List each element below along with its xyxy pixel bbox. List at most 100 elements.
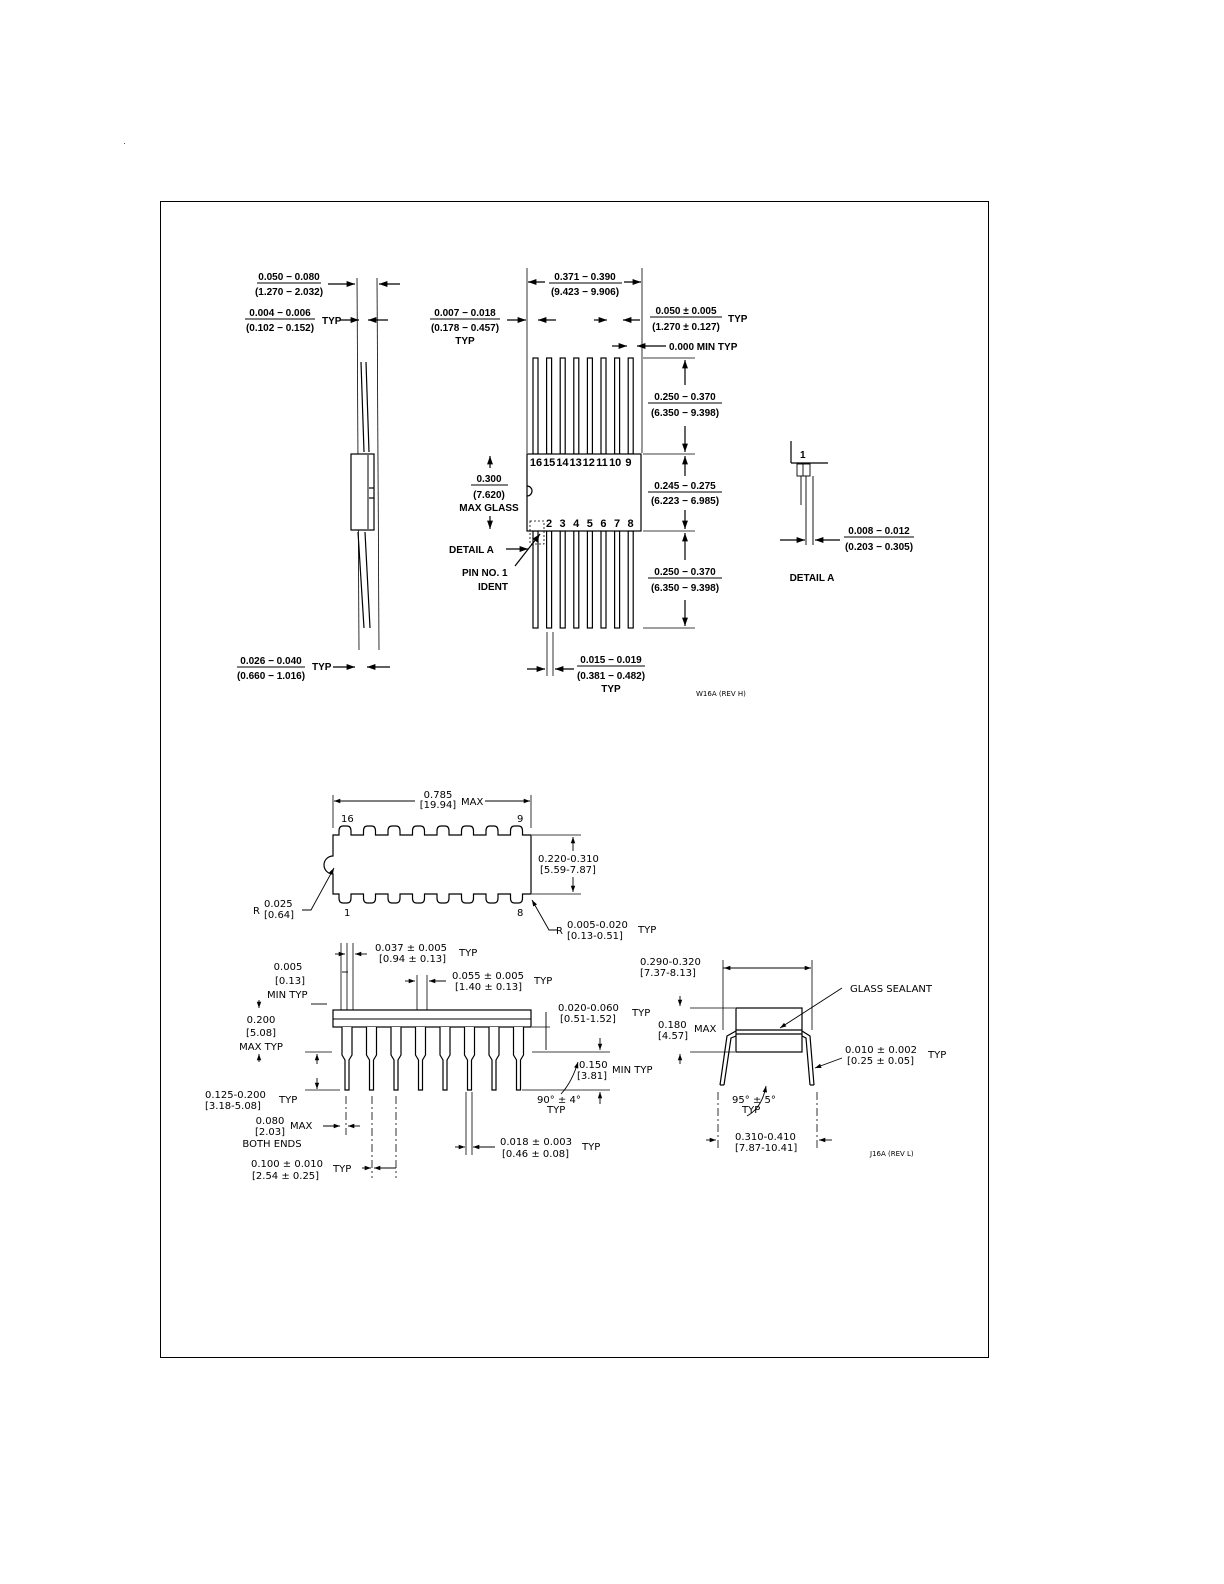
j16a-end-dims: 0.290-0.320 [7.37-8.13] GLASS SEALANT 0.… [640,957,946,1158]
stray-mark [124,143,125,144]
j16a-tip-typ: TYP [581,1142,600,1153]
j16a-ends-mm: [2.03] [255,1127,285,1138]
j16a-side-lead [414,1027,427,1091]
dim-lead-top-mm: (6.350 − 9.398) [651,408,719,419]
w16a-pin-label-top: 13 [569,457,581,469]
j16a-height-mm: [5.08] [246,1028,276,1039]
w16a-pin-label-bottom: 6 [600,518,606,530]
w16a-lead-bottom [586,530,594,629]
j16a-length-in: 0.785 [424,790,453,801]
w16a-front-dims: 0.371 − 0.390 (9.423 − 9.906) 0.007 − 0.… [430,272,748,698]
j16a-end-width-in: 0.290-0.320 [640,957,701,968]
j16a-angle-typ: TYP [546,1105,565,1116]
dim-lead-thickness-mm: (0.102 − 0.152) [246,323,314,334]
j16a-top-view [302,795,581,931]
j16a-leadlen-mm: [3.18-5.08] [205,1101,261,1112]
dim-lead-w-typ: TYP [601,684,621,695]
j16a-end-span-in: 0.310-0.410 [735,1132,796,1143]
j16a-side-lead [390,1027,402,1091]
j16a-side-view [256,943,610,1178]
j16a-end-lead-right [801,1030,815,1086]
j16a-end-height-mm: [4.57] [658,1031,688,1042]
w16a-pin-label-top: 10 [609,457,621,469]
dim-glass-mm: (7.620) [473,490,505,501]
j16a-end-leadt-typ: TYP [927,1050,946,1061]
j16a-side-lead [488,1027,500,1091]
j16a-shoulder-in: 0.055 ± 0.005 [452,971,524,982]
j16a-leadw-mm: [0.94 ± 0.13] [379,954,446,965]
j16a-end-span-mm: [7.87-10.41] [735,1143,797,1154]
j16a-side-body [332,1009,532,1028]
w16a-side-dims: 0.050 − 0.080 (1.270 − 2.032) 0.004 − 0.… [237,272,342,682]
w16a-lead-bottom [532,530,539,629]
j16a-end-leadt-in: 0.010 ± 0.002 [845,1045,917,1056]
j16a-height-in: 0.200 [247,1015,276,1026]
j16a-leadlen-in: 0.125-0.200 [205,1090,266,1101]
j16a-side-lead [512,1027,525,1091]
j16a-pitch-mm: [2.54 ± 0.25] [252,1171,319,1182]
dim-glass-in: 0.300 [476,474,501,485]
j16a-rev-label: J16A (REV L) [869,1150,914,1158]
w16a-lead-top [532,357,539,455]
dim-lead-thickness-in: 0.004 − 0.006 [249,308,311,319]
j16a-end-width-mm: [7.37-8.13] [640,968,696,979]
dim-lead-w-in: 0.015 − 0.019 [580,655,642,666]
j16a-width-in: 0.220-0.310 [538,854,599,865]
j16a-min-typ: MIN TYP [267,990,307,1001]
w16a-lead-top [573,357,580,455]
w16a-pin-label-top: 11 [596,457,608,469]
w16a-pin-label-top: 15 [543,457,555,469]
detail-a-pin: 1 [800,450,806,461]
j16a-shoulder-typ: TYP [533,976,552,987]
j16a-ends-label: BOTH ENDS [242,1139,301,1150]
w16a-pin-label-bottom: 3 [560,518,566,530]
w16a-leads-bottom [532,530,634,629]
j16a-pin16: 16 [341,814,354,825]
detail-a-title: DETAIL A [790,573,835,584]
j16a-tip-in: 0.018 ± 0.003 [500,1137,572,1148]
w16a-side-view [328,277,400,670]
dim-body-len-in: 0.245 − 0.275 [654,481,716,492]
dim-pitch-mm: (1.270 ± 0.127) [652,322,720,333]
j16a-width-mm: [5.59-7.87] [540,865,596,876]
dim-pitch-typ: TYP [728,314,748,325]
dim-lead-width-mm: (0.660 − 1.016) [237,671,305,682]
j16a-side-lead [365,1027,378,1091]
j16a-tip-mm: [0.46 ± 0.08] [502,1149,569,1160]
dim-edge-lead-mm: (0.178 − 0.457) [431,323,499,334]
dim-lead-bot-mm: (6.350 − 9.398) [651,583,719,594]
j16a-end-angle-typ: TYP [741,1105,760,1116]
j16a-leadlen-typ: TYP [278,1095,297,1106]
j16a-length-mm: [19.94] [420,800,457,811]
dim-lead-top-in: 0.250 − 0.370 [654,392,716,403]
dim-body-width-in: 0.371 − 0.390 [554,272,616,283]
w16a-lead-top [613,357,621,455]
j16a-height-max: MAX TYP [239,1042,283,1053]
j16a-end-lead-left [719,1030,737,1086]
j16a-top-body [323,825,532,904]
dim-lead-width-typ: TYP [312,662,332,673]
j16a-min-mm: [0.13] [275,976,305,987]
w16a-rev-label: W16A (REV H) [696,690,746,698]
j16a-seat-typ: MIN TYP [612,1065,652,1076]
w16a-pin-label-bottom: 8 [628,518,634,530]
w16a-lead-top [545,357,553,455]
dim-lead-width-in: 0.026 − 0.040 [240,656,302,667]
j16a-length-max: MAX [461,797,483,808]
j16a-pin8: 8 [517,908,523,919]
w16a-lead-top [586,357,594,455]
w16a-body [526,453,642,532]
pin1-label-1: PIN NO. 1 [462,568,508,579]
j16a-angle: 90° ± 4° [537,1095,581,1106]
j16a-pin9: 9 [517,814,523,825]
j16a-corner-typ: TYP [637,925,656,936]
w16a-pin-label-bottom: 5 [587,518,593,530]
dim-lead-w-mm: (0.381 − 0.482) [577,671,645,682]
j16a-leadw-typ: TYP [458,948,477,959]
j16a-end-leadt-mm: [0.25 ± 0.05] [847,1056,914,1067]
dim-lead-bot-in: 0.250 − 0.370 [654,567,716,578]
w16a-lead-bottom [600,530,607,629]
j16a-notch-r: R [253,906,260,917]
j16a-end-view [677,960,843,1148]
